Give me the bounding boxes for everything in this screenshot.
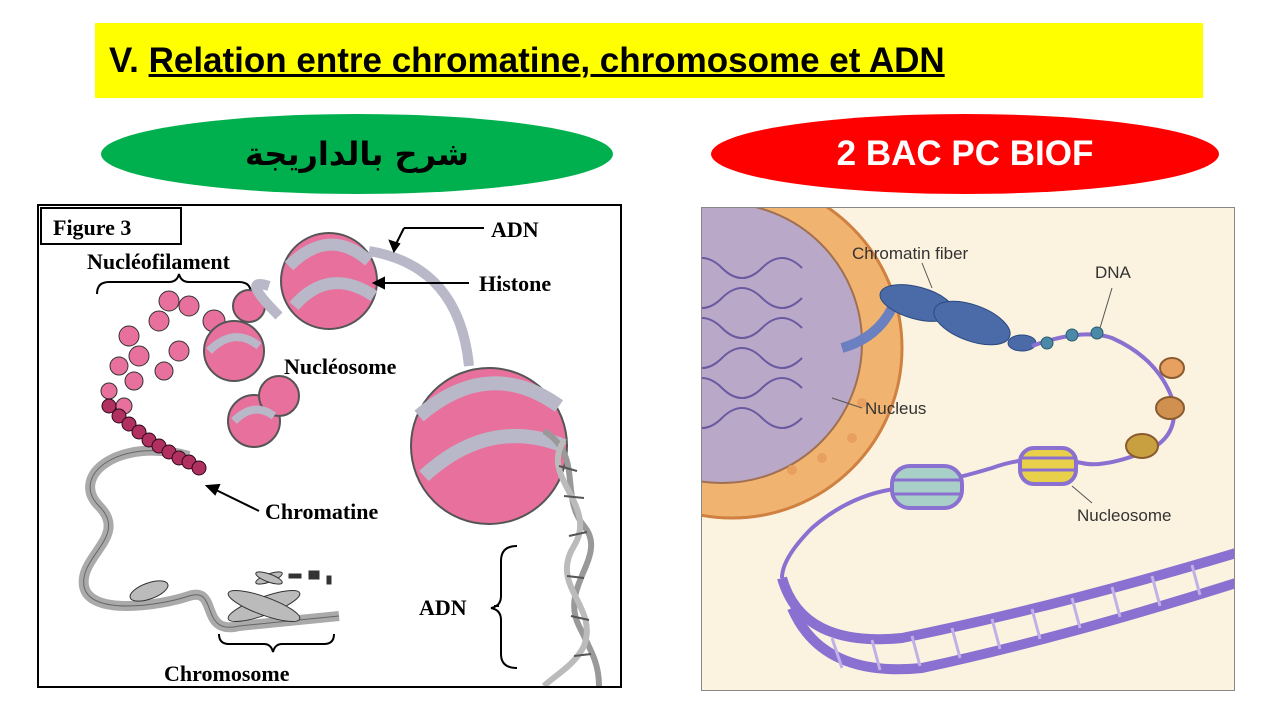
nucleofilament-bracket [96,273,252,295]
page-title: V. Relation entre chromatine, chromosome… [109,41,945,81]
chromatin-coil-outline [83,450,340,628]
label-nucleofilament: Nucléofilament [87,249,231,274]
label-adn-top: ADN [491,217,539,242]
level-badge-label: 2 BAC PC BIOF [836,134,1094,173]
dna-ladder [777,548,1234,675]
fiber-stem [840,305,897,353]
figure-label: Figure 3 [53,215,131,240]
label-chromatine: Chromatine [265,499,378,524]
small-nucleosomes [1040,326,1104,350]
figure-3-panel: Figure 3 Nucléofilament [37,204,622,688]
label-leader-lines [831,262,1113,504]
chromatin-illustration: Chromatin fiber DNA Nucleus Nucleosome [702,208,1234,675]
linker-dna-path [780,332,1176,579]
chromatin-fiber [879,284,1037,352]
level-badge: 2 BAC PC BIOF [711,114,1219,194]
nucleosome-teal [890,464,964,510]
dna-helix [541,428,602,686]
label-adn-bottom: ADN [419,595,467,620]
label-chromatin-fiber: Chromatin fiber [852,244,969,263]
middle-nucleosomes [203,289,300,448]
label-dna: DNA [1095,263,1132,282]
title-banner: V. Relation entre chromatine, chromosome… [95,23,1203,98]
linker-dna-left [251,279,283,320]
nucleosome-top [280,232,378,330]
darija-badge-label: شرح بالداريجة [245,135,469,173]
nucleus [702,208,904,520]
label-nucleus: Nucleus [865,399,926,418]
chromatin-condensed [101,398,207,476]
chromatin-illustration-panel: Chromatin fiber DNA Nucleus Nucleosome [701,207,1235,691]
chromatin-coil [78,445,340,633]
adn-brace [490,545,518,669]
side-nucleosomes [1125,357,1185,459]
linker-dna [368,246,474,367]
nucleosome-bottom [410,367,568,525]
label-nucleosome: Nucléosome [284,354,397,379]
section-numeral: V. [109,40,139,80]
nucleosome-yellow [1018,446,1078,486]
figure-3-diagram: Figure 3 Nucléofilament [40,207,602,686]
label-histone: Histone [479,271,551,296]
chromosome-bracket [218,633,335,653]
label-chromosome: Chromosome [164,661,290,686]
section-title: Relation entre chromatine, chromosome et… [148,40,945,80]
darija-badge: شرح بالداريجة [101,114,613,194]
figure-label-box [40,207,182,245]
chromosome-shapes [129,570,332,623]
label-nucleosome-en: Nucleosome [1077,506,1172,525]
label-arrows [204,227,499,607]
